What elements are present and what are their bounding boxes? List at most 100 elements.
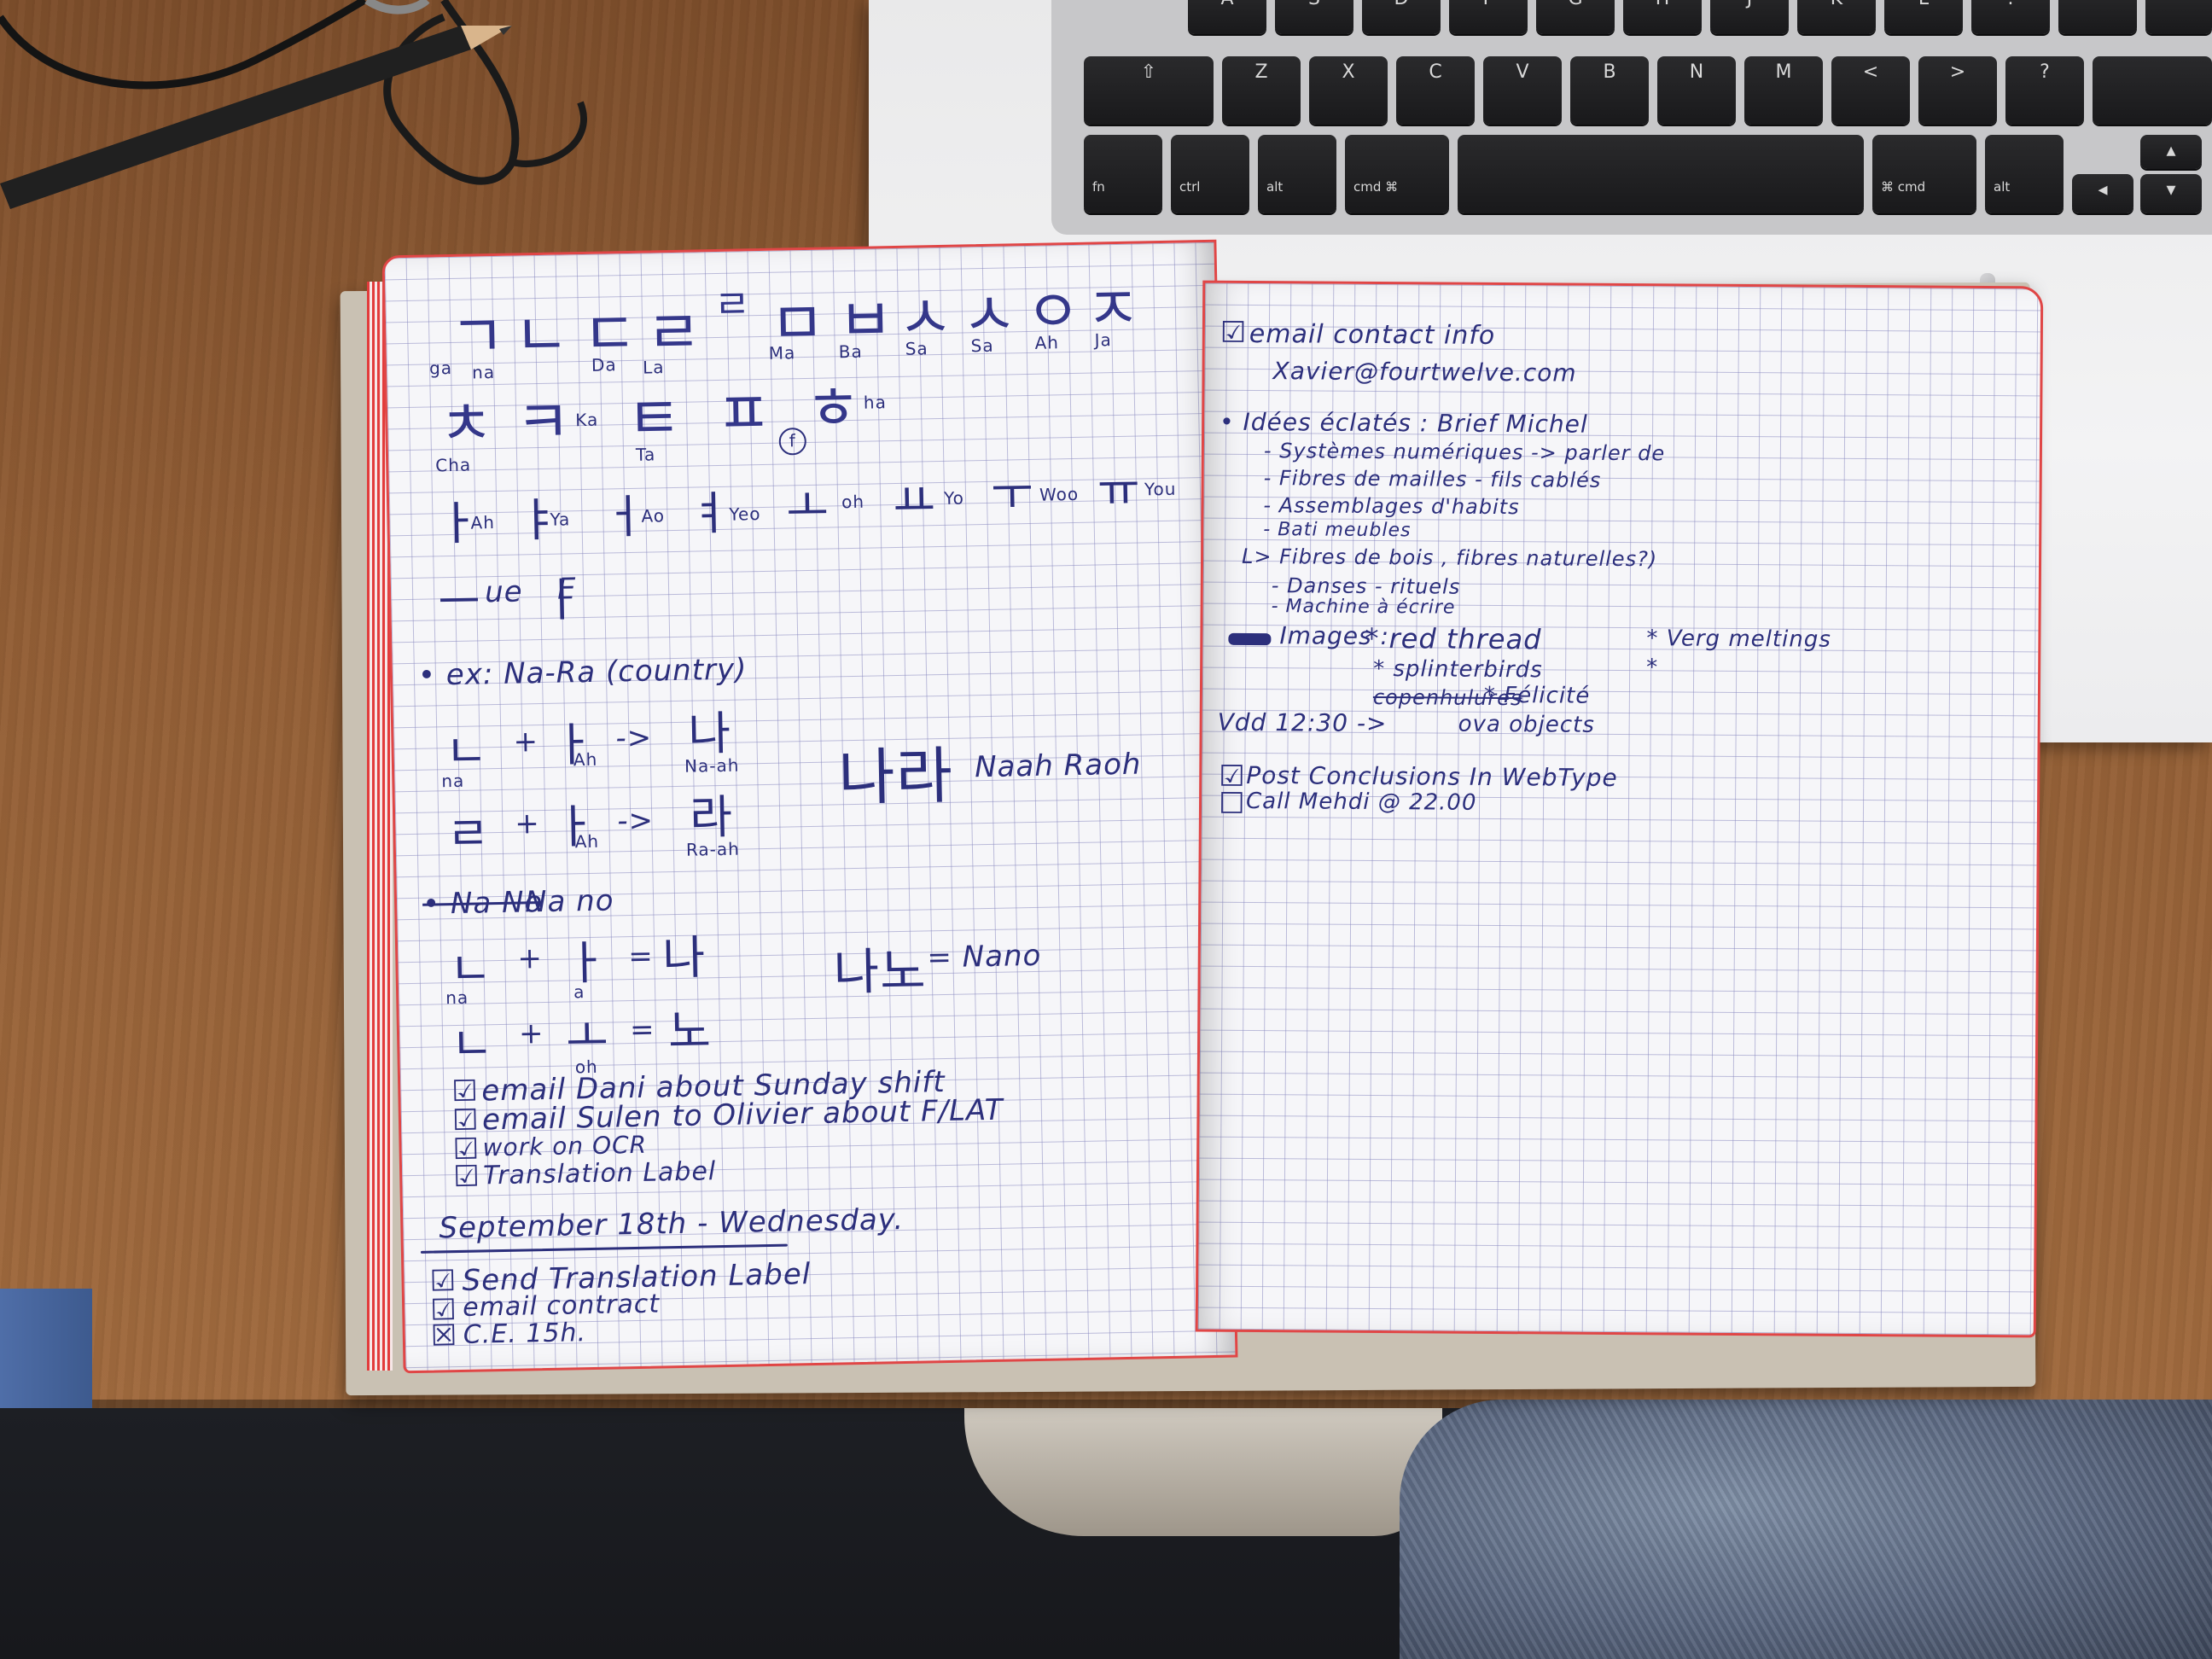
key-comma[interactable]: < [1831,56,1910,125]
romanization-label: Ya [550,509,571,530]
key-arrow-left[interactable]: ◂ [2072,174,2133,213]
todo-item: email contact info [1249,318,1496,351]
key-arrow-down[interactable]: ▾ [2140,174,2202,213]
todo-item: Translation Label [482,1156,717,1191]
hangul-syllable: 나 [661,930,707,986]
hangul-consonant: ㅍ [715,377,773,450]
meeting-note: Vdd 12:30 -> [1217,707,1388,738]
romanization-label: Ja [1094,329,1112,351]
idea-item: - Danses - rituels [1271,573,1461,599]
checked-box[interactable]: ☑ [1220,315,1248,350]
key-b[interactable]: B [1570,56,1649,125]
image-item: * splinterbirds [1373,655,1543,684]
hangul-jamo: ㅏ [563,935,608,991]
side-note: * Verg meltings [1646,626,1831,653]
key-x[interactable]: X [1309,56,1388,125]
romanization-label: Ra-ah [685,838,741,860]
romanization-label: Ka [575,409,599,431]
checked-box[interactable]: ☑ [452,1159,481,1195]
arrow: -> [616,803,655,839]
hangul-jamo: ㄹ [445,806,491,862]
key-slash[interactable]: ? [2005,56,2084,125]
hangul-consonant: ㄹ [713,281,752,329]
hangul-vowel: ㅠ [1097,463,1142,518]
notebook-right-page: ☑ email contact info Xavier@fourtwelve.c… [1195,280,2044,1338]
hangul-consonant: ㅊ [438,388,496,460]
romanization-label: Ta [635,444,656,465]
key-k[interactable]: K [1797,0,1876,34]
equals: = [629,1012,655,1048]
key-alt[interactable]: alt [1258,135,1336,213]
romanization-label: Cha [435,454,472,476]
key-shift-left[interactable]: ⇧ [1084,56,1214,125]
romanization-label: Yeo [729,504,761,525]
key-period[interactable]: > [1918,56,1997,125]
hangul-vowel: ㅡ [437,574,482,630]
key-h[interactable]: H [1623,0,1702,34]
romanization-label: Ah [1034,332,1060,353]
key-space[interactable] [1458,135,1864,213]
arrow: -> [615,720,653,756]
romanization-label: na [445,987,469,1009]
hangul-syllable: 라 [689,789,734,845]
key-arrow-up[interactable]: ▴ [2140,135,2202,169]
key-m[interactable]: M [1744,56,1823,125]
key-shift-right[interactable] [2093,56,2212,125]
romanization-label: oh [841,491,865,513]
key-a[interactable]: A [1188,0,1266,34]
romanization-label: Ah [573,748,598,771]
idea-item: - Machine à écrire [1271,596,1456,619]
hangul-consonant: ㄴ [513,300,571,371]
key-quote[interactable]: " [2058,0,2137,34]
checked-box[interactable]: ☒ [430,1318,458,1353]
example-heading: • ex: Na-Ra (country) [417,652,748,693]
blue-book-corner [0,1289,92,1408]
equals: = [627,939,655,975]
key-v[interactable]: V [1483,56,1562,125]
side-note-star: * [1646,655,1659,681]
todo-item: C.E. 15h. [463,1318,587,1350]
key-return[interactable] [2145,0,2212,34]
key-j[interactable]: J [1710,0,1789,34]
key-g[interactable]: G [1536,0,1615,34]
hangul-word: 나라 [837,739,954,814]
key-z[interactable]: Z [1222,56,1301,125]
key-colon[interactable]: : [1971,0,2050,34]
key-cmd-left[interactable]: cmd ⌘ [1345,135,1449,213]
romanization-label: You [1144,478,1177,500]
romanization-label: Woo [1039,483,1080,505]
todo-item: Call Mehdi @ 22.00 [1245,788,1477,816]
empty-checkbox[interactable]: ☐ [1218,786,1246,821]
romanization-label: Ao [641,505,666,527]
key-s[interactable]: S [1275,0,1353,34]
hangul-syllable: 나 [687,706,732,761]
hangul-syllable: 노 [667,1004,713,1059]
denim-jeans [1400,1400,2212,1659]
key-cmd-right[interactable]: ⌘ cmd [1872,135,1976,213]
image-item: * red thread [1365,621,1542,656]
key-l[interactable]: L [1884,0,1963,34]
notebook-left-page: ㄱ ga ㄴ na ㄷ Da ㄹ La ㄹ ㅁ Ma ㅂ Ba ㅅ Sa ㅅ S… [381,239,1238,1374]
hangul-vowel: ㅓ [602,489,647,544]
key-n[interactable]: N [1657,56,1736,125]
operator: + [514,806,541,841]
key-d[interactable]: D [1362,0,1441,34]
image-item: ova objects [1458,711,1595,738]
word-romanization: Naah Raoh [974,747,1142,785]
image-item: * Félicité [1483,682,1591,709]
key-alt-right[interactable]: alt [1985,135,2064,213]
scribble-mark [1228,632,1272,646]
romanization-label: Sa [970,335,994,357]
romanization-label: Ah [574,830,600,853]
date-heading: September 18th - Wednesday. [439,1202,905,1246]
hangul-vowel: ㅛ [892,474,937,529]
key-fn[interactable]: fn [1084,135,1162,213]
key-f[interactable]: F [1449,0,1528,34]
key-ctrl[interactable]: ctrl [1171,135,1249,213]
hangul-vowel: ㅗ [785,479,830,534]
romanization-label: Ah [470,512,496,533]
hangul-word: 나노 [833,941,928,1002]
romanization-label: Da [591,354,617,375]
idea-item: - Bati meubles [1263,519,1412,542]
key-c[interactable]: C [1396,56,1475,125]
